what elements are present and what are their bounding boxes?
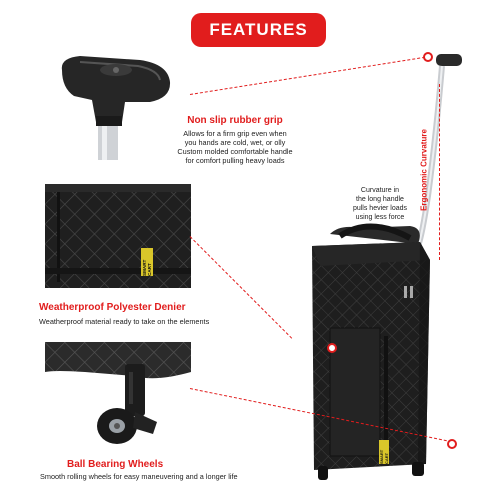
fabric-feature-description: Weatherproof material ready to take on t…: [39, 317, 210, 326]
fabric-brand-tag: SMART CART: [141, 248, 153, 276]
fabric-feature-title: Weatherproof Polyester Denier: [39, 302, 186, 313]
handle-closeup-photo: [40, 40, 186, 160]
fabric-closeup-photo: [45, 184, 191, 288]
handle-marker: [423, 52, 433, 62]
wheel-feature-description: Smooth rolling wheels for easy maneuveri…: [40, 472, 238, 481]
wheel-feature-title: Ball Bearing Wheels: [67, 459, 164, 470]
ergonomic-curve-line: [439, 84, 440, 260]
curvature-note: Curvature in the long handle pulls hevie…: [352, 187, 408, 221]
fabric-marker: [327, 343, 337, 353]
handle-feature-description: Allows for a firm grip even when you han…: [177, 129, 293, 165]
cart-brand-tag: SMART CART: [379, 440, 389, 464]
features-badge: FEATURES: [191, 13, 326, 47]
handle-feature-title: Non slip rubber grip: [187, 115, 283, 126]
wheel-marker: [447, 439, 457, 449]
cart-photo: [300, 46, 480, 486]
wheel-closeup-photo: [45, 342, 191, 450]
